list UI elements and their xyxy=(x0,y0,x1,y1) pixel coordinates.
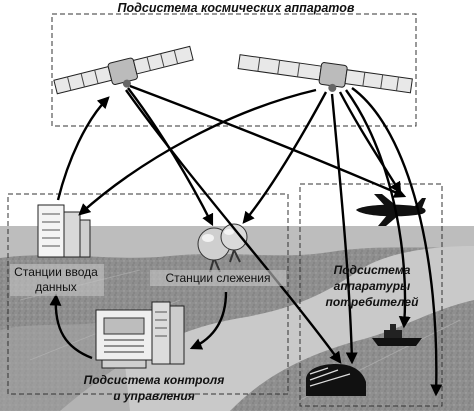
signal-arrows xyxy=(49,84,443,397)
arrow-control-to-input xyxy=(49,293,93,360)
control-console-icon xyxy=(95,301,185,369)
consumer-subsystem-title: Подсистема аппаратуры потребителей xyxy=(326,263,420,309)
svg-text:Станции ввода: Станции ввода xyxy=(14,265,98,279)
consumer-subsystem-box xyxy=(299,183,443,407)
control-subsystem-title: Подсистема контроля и управления xyxy=(84,373,225,403)
svg-text:данных: данных xyxy=(35,280,77,294)
arrow-sat1-to-airplane xyxy=(129,84,407,198)
airplane-icon xyxy=(356,194,426,226)
train-icon xyxy=(306,364,366,396)
svg-text:Станции слежения: Станции слежения xyxy=(165,271,270,285)
arrow-sat2-to-train xyxy=(330,93,358,365)
svg-text:аппаратуры: аппаратуры xyxy=(334,279,411,293)
arrow-sat2-to-tracking xyxy=(242,91,328,224)
data-input-label: Станции ввода данных xyxy=(10,264,104,296)
arrow-input-to-sat1 xyxy=(56,96,110,201)
river-shape xyxy=(60,246,474,411)
arrow-tracking-to-control xyxy=(189,291,228,350)
arrow-sat2-to-airplane xyxy=(338,91,402,195)
svg-text:потребителей: потребителей xyxy=(326,295,420,309)
server-rack-icon xyxy=(37,204,91,258)
tracking-label: Станции слежения xyxy=(150,270,286,286)
arrow-sat2-to-consumer xyxy=(351,87,443,397)
satellite-icon xyxy=(237,54,413,94)
satellite-icon xyxy=(53,45,194,95)
svg-text:и управления: и управления xyxy=(113,389,195,403)
arrow-sat1-to-train xyxy=(125,89,342,364)
space-subsystem-title: Подсистема космических аппаратов xyxy=(118,1,355,15)
radar-dome-icon xyxy=(197,223,248,273)
arrow-sat2-to-ship xyxy=(345,89,411,329)
svg-text:Подсистема: Подсистема xyxy=(334,263,411,277)
svg-text:Подсистема контроля: Подсистема контроля xyxy=(84,373,225,387)
arrow-sat2-to-input xyxy=(78,88,317,216)
ship-icon xyxy=(372,324,422,346)
arrow-sat1-to-tracking xyxy=(127,87,214,227)
